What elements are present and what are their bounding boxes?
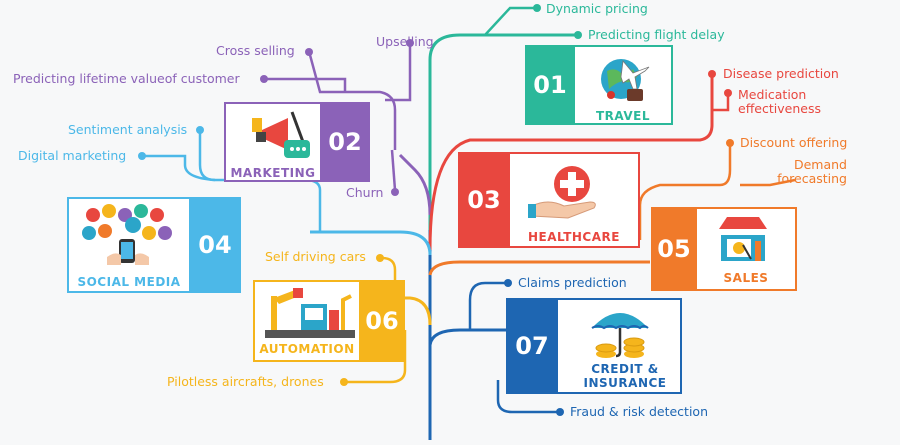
- card-title: AUTOMATION: [259, 342, 355, 356]
- robot-arm-icon: [265, 288, 355, 338]
- card-number: 07: [506, 298, 558, 394]
- item-predicting-flight-delay: Predicting flight delay: [588, 27, 725, 42]
- item-discount-offering: Discount offering: [740, 135, 848, 150]
- medical-cross-hand-icon: [528, 166, 596, 219]
- card-title: TRAVEL: [595, 109, 651, 123]
- card-travel: 01 TRAVEL: [525, 45, 673, 125]
- card-marketing: 02 MARKETING: [224, 102, 370, 182]
- people-network-icon: [82, 204, 172, 265]
- card-title: MARKETING: [230, 166, 316, 180]
- card-number: 04: [189, 197, 241, 293]
- item-lifetime-value: Predicting lifetime valueof customer: [13, 71, 240, 86]
- card-number: 03: [458, 152, 510, 248]
- card-automation: 06 AUTOMATION: [253, 280, 405, 362]
- airplane-globe-icon: [601, 59, 650, 101]
- item-claims-prediction: Claims prediction: [518, 275, 627, 290]
- card-number: 02: [320, 102, 370, 182]
- item-self-driving-cars: Self driving cars: [265, 249, 366, 264]
- shop-icon: [719, 217, 767, 261]
- item-cross-selling: Cross selling: [216, 43, 295, 58]
- card-sales: 05 SALES: [651, 207, 797, 291]
- card-healthcare: 03 HEALTHCARE: [458, 152, 640, 248]
- item-churn: Churn: [346, 185, 384, 200]
- umbrella-coins-icon: [591, 313, 649, 358]
- card-social-media: 04 SOCIAL MEDIA: [67, 197, 241, 293]
- item-fraud-risk-detection: Fraud & risk detection: [570, 404, 709, 419]
- card-number: 06: [359, 280, 405, 362]
- card-title: SOCIAL MEDIA: [77, 275, 181, 289]
- card-title: SALES: [723, 271, 769, 285]
- item-digital-marketing: Digital marketing: [18, 148, 127, 163]
- card-credit-insurance: 07 CREDIT & INSURANCE: [506, 298, 682, 394]
- item-pilotless-aircrafts: Pilotless aircrafts, drones: [167, 374, 324, 389]
- card-title: HEALTHCARE: [528, 230, 620, 244]
- card-number: 05: [651, 207, 697, 291]
- item-disease-prediction: Disease prediction: [723, 66, 839, 81]
- item-sentiment-analysis: Sentiment analysis: [68, 122, 188, 137]
- card-number: 01: [525, 45, 575, 125]
- item-upselling: Upselling: [376, 34, 434, 49]
- item-demand-forecasting: Demand forecasting: [777, 157, 847, 186]
- megaphone-icon: [252, 111, 310, 158]
- item-medication-effectiveness: Medication effectiveness: [738, 87, 821, 116]
- item-dynamic-pricing: Dynamic pricing: [546, 1, 648, 16]
- card-title: CREDIT & INSURANCE: [583, 362, 667, 390]
